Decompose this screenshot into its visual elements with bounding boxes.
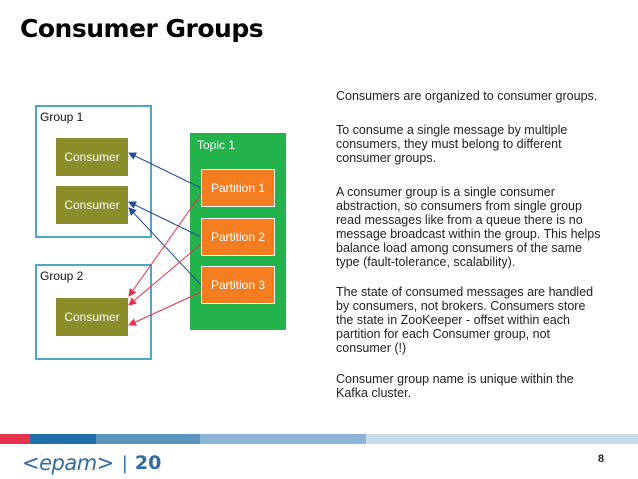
arrow-partition2-to-g2-consumer <box>128 243 202 306</box>
arrow-partition1-to-g2-consumer <box>128 193 202 297</box>
paragraph-3: A consumer group is a single consumer ab… <box>336 185 601 269</box>
slide-title: Consumer Groups <box>20 14 264 43</box>
epam-logo: <epam> | 20 <box>22 451 161 475</box>
arrow-partition2-to-g1-consumer2 <box>128 201 202 238</box>
paragraph-5: Consumer group name is unique within the… <box>336 372 574 400</box>
partition-3: Partition 3 <box>201 266 275 304</box>
logo-separator: | <box>121 452 128 474</box>
group-2-label: Group 2 <box>40 269 84 283</box>
footer-bar-2 <box>30 434 96 444</box>
footer-bar-5 <box>366 434 638 444</box>
partition-2: Partition 2 <box>201 218 275 256</box>
footer-bar-1 <box>0 434 30 444</box>
group-1-consumer-1: Consumer <box>56 138 128 176</box>
topic-label: Topic 1 <box>197 138 236 152</box>
logo-anniversary-number: 20 <box>134 452 162 474</box>
arrow-partition1-to-g1-consumer1 <box>128 152 202 189</box>
paragraph-1: Consumers are organized to consumer grou… <box>336 89 598 103</box>
partition-1: Partition 1 <box>201 169 275 207</box>
group-1-label: Group 1 <box>40 110 84 124</box>
arrow-partition3-to-g1-consumer2 <box>128 207 202 286</box>
footer-bar-4 <box>200 434 366 444</box>
group-2-consumer-1: Consumer <box>56 298 128 336</box>
page-number: 8 <box>598 453 605 465</box>
paragraph-2: To consume a single message by multiple … <box>336 123 568 165</box>
group-1-consumer-2: Consumer <box>56 186 128 224</box>
footer-bar-3 <box>96 434 200 444</box>
logo-wordmark: <epam> <box>22 451 114 475</box>
arrow-partition3-to-g2-consumer <box>128 291 202 326</box>
paragraph-4: The state of consumed messages are handl… <box>336 285 594 355</box>
